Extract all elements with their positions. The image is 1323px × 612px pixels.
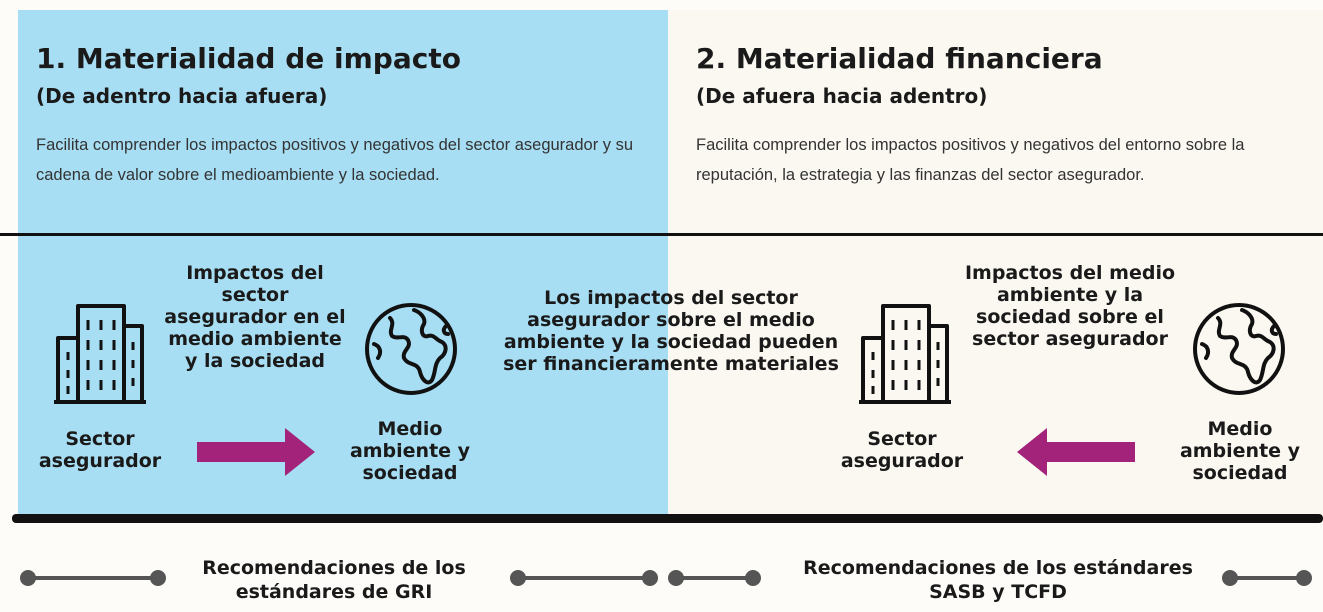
footer-divider [12, 514, 1323, 523]
connector-dot [642, 570, 658, 586]
connector-line [1232, 576, 1302, 580]
left-target-label: Medio ambiente y sociedad [349, 418, 471, 484]
connector-dot [1296, 570, 1312, 586]
connector-line [520, 576, 650, 580]
connector-dot [1222, 570, 1238, 586]
building-icon [50, 300, 150, 410]
right-source-label: Medio ambiente y sociedad [1179, 418, 1301, 484]
footer-gri-label: Recomendaciones de los estándares de GRI [202, 557, 466, 603]
connector-line [30, 576, 160, 580]
financial-materiality-description: Facilita comprender los impactos positiv… [696, 136, 1245, 184]
left-source-label: Sector asegurador [38, 428, 162, 472]
left-impact-label: Impactos del sector asegurador en el med… [164, 262, 346, 372]
connector-dot [510, 570, 526, 586]
globe-icon [1190, 300, 1288, 398]
connector-dot [150, 570, 166, 586]
impact-materiality-title: 1. Materialidad de impacto [36, 42, 461, 75]
impact-materiality-description: Facilita comprender los impactos positiv… [36, 136, 634, 184]
center-label: Los impactos del sector asegurador sobre… [503, 287, 839, 375]
arrow-right-icon [197, 428, 315, 476]
globe-icon [362, 300, 460, 398]
right-impact-label: Impactos del medio ambiente y la socieda… [964, 262, 1176, 350]
financial-materiality-subtitle: (De afuera hacia adentro) [696, 84, 988, 108]
right-target-label: Sector asegurador [840, 428, 964, 472]
building-icon [855, 300, 955, 410]
connector-line [678, 576, 753, 580]
connector-dot [745, 570, 761, 586]
section-divider [0, 233, 1323, 236]
financial-materiality-title: 2. Materialidad financiera [696, 42, 1103, 75]
arrow-left-icon [1017, 428, 1135, 476]
connector-dot [20, 570, 36, 586]
impact-materiality-panel [18, 10, 668, 515]
financial-materiality-panel [668, 10, 1323, 515]
connector-dot [668, 570, 684, 586]
footer-sasb-tcfd-label: Recomendaciones de los estándares SASB y… [803, 557, 1193, 603]
impact-materiality-subtitle: (De adentro hacia afuera) [36, 84, 328, 108]
